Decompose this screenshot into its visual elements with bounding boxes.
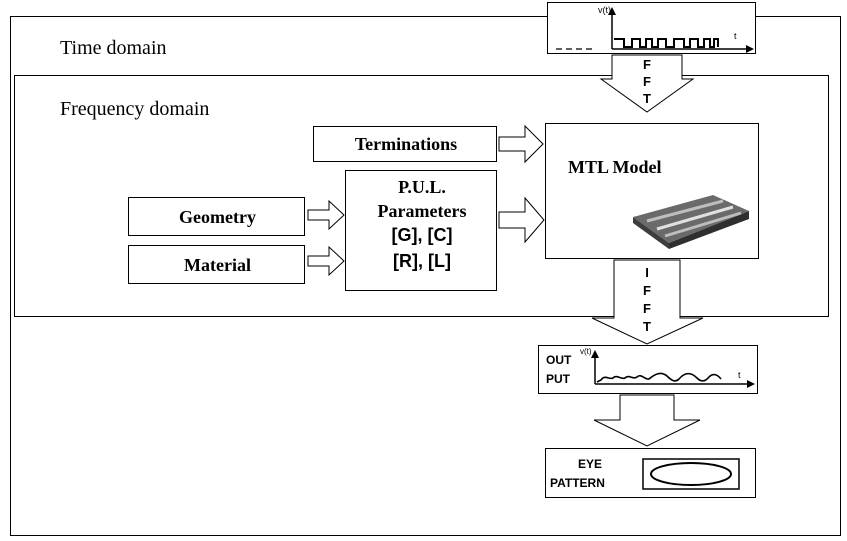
fft-letter-2: F xyxy=(643,74,651,89)
geometry-box: Geometry xyxy=(128,197,305,236)
geometry-label: Geometry xyxy=(179,207,256,227)
time-domain-frame xyxy=(10,16,841,536)
ifft-arrow xyxy=(591,259,704,345)
pul-matrices-gc: [G], [C] xyxy=(391,225,453,245)
input-time-label: t xyxy=(734,31,737,41)
output-axis-label: v(t) xyxy=(580,347,592,356)
output-label-line1: OUT xyxy=(546,353,572,367)
fft-letter-3: T xyxy=(643,91,651,106)
ifft-letter-2: F xyxy=(643,283,651,298)
ifft-letter-4: T xyxy=(643,319,651,334)
time-domain-label: Time domain xyxy=(60,37,167,59)
eye-pattern-box: EYE PATTERN xyxy=(545,448,756,498)
terminations-box: Terminations xyxy=(313,126,497,162)
fft-letter-1: F xyxy=(643,57,651,72)
pul-title-line2: Parameters xyxy=(377,201,467,221)
pul-to-mtl-arrow xyxy=(498,196,545,244)
pul-title-line1: P.U.L. xyxy=(398,177,446,197)
ifft-letter-1: I xyxy=(645,265,649,280)
terminations-label: Terminations xyxy=(354,134,458,154)
geometry-to-pul-arrow xyxy=(307,199,345,231)
mtl-model-box: MTL Model xyxy=(545,123,759,259)
ifft-letter-3: F xyxy=(643,301,651,316)
output-label-line2: PUT xyxy=(546,372,570,386)
material-label: Material xyxy=(184,255,251,275)
output-time-label: t xyxy=(738,370,741,380)
material-box: Material xyxy=(128,245,305,284)
terminations-to-mtl-arrow xyxy=(498,124,544,164)
material-to-pul-arrow xyxy=(307,245,345,277)
fft-arrow xyxy=(599,54,695,113)
input-waveform-plot xyxy=(556,7,754,53)
frequency-domain-frame xyxy=(14,75,829,317)
output-waveform-plot xyxy=(591,350,755,388)
eye-label-line2: PATTERN xyxy=(550,476,605,490)
eye-label-line1: EYE xyxy=(577,457,602,471)
eye-diagram-icon xyxy=(642,458,740,490)
frequency-domain-label: Frequency domain xyxy=(60,98,210,120)
pul-matrices-rl: [R], [L] xyxy=(393,251,451,271)
pcb-board-icon xyxy=(633,195,749,249)
input-waveform-box: v(t) t xyxy=(547,2,756,54)
mtl-model-label: MTL Model xyxy=(568,157,662,177)
pul-parameters-box: P.U.L. Parameters [G], [C] [R], [L] xyxy=(345,170,497,291)
input-axis-label: v(t) xyxy=(598,5,611,15)
output-waveform-box: OUT PUT v(t) t xyxy=(538,345,758,394)
output-to-eye-arrow xyxy=(593,394,701,447)
